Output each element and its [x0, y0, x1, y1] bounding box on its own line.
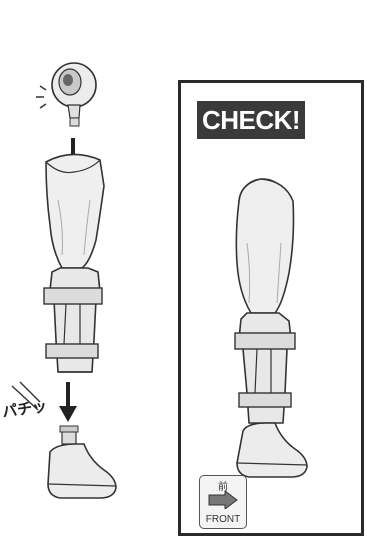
assembly-illustration — [0, 0, 170, 539]
front-arrow-icon — [207, 491, 239, 509]
lower-leg-part — [44, 268, 102, 372]
check-panel: CHECK! 前 FRONT — [178, 80, 364, 536]
assembled-leg-illustration — [181, 153, 361, 503]
ball-joint-part — [36, 63, 96, 126]
thigh-part — [46, 154, 104, 268]
front-label: FRONT — [200, 514, 246, 525]
foot-part — [48, 426, 116, 498]
front-direction-badge: 前 FRONT — [199, 475, 247, 529]
down-arrow-icon — [59, 382, 77, 422]
check-label: CHECK! — [197, 101, 305, 139]
